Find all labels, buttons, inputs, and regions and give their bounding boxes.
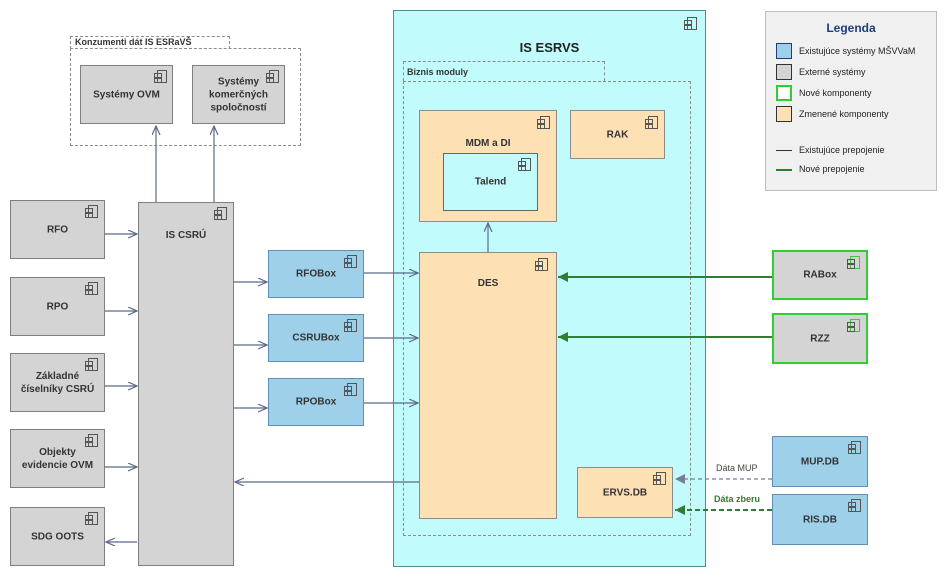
component-icon bbox=[684, 17, 697, 30]
legend-swatch-changed bbox=[776, 106, 792, 122]
legend-title: Legenda bbox=[826, 21, 876, 35]
source-rpo[interactable]: RPO bbox=[10, 277, 105, 336]
component-icon bbox=[653, 472, 666, 485]
component-icon bbox=[85, 282, 98, 295]
ervs-db[interactable]: ERVS.DB bbox=[577, 467, 673, 518]
talend[interactable]: Talend bbox=[443, 153, 538, 211]
rak-label: RAK bbox=[606, 129, 629, 140]
is-csru[interactable]: IS CSRÚ bbox=[138, 202, 234, 566]
rfobox-label: RFOBox bbox=[296, 268, 336, 280]
source-label: Objekty evidencie OVM bbox=[21, 446, 94, 471]
des-label: DES bbox=[477, 278, 499, 289]
legend: Legenda Existujúce systémy MŠVVaM Extern… bbox=[765, 11, 937, 191]
rzz-label: RZZ bbox=[810, 333, 830, 344]
mup-db-label: MUP.DB bbox=[800, 456, 840, 467]
consumer-label: Systémy OVM bbox=[93, 89, 160, 100]
legend-line-existing bbox=[776, 150, 792, 151]
component-icon bbox=[85, 512, 98, 525]
component-icon bbox=[847, 256, 860, 269]
edge-label-mup: Dáta MUP bbox=[716, 463, 758, 473]
component-icon bbox=[518, 158, 531, 171]
component-icon bbox=[85, 205, 98, 218]
consumer-systemy-komercnych[interactable]: Systémy komerčných spoločností bbox=[192, 65, 285, 124]
ris-db-label: RIS.DB bbox=[803, 514, 837, 525]
component-icon bbox=[214, 207, 227, 220]
mup-db[interactable]: MUP.DB bbox=[772, 436, 868, 487]
component-icon bbox=[154, 70, 167, 83]
source-label: RFO bbox=[46, 224, 69, 235]
consumers-group-label: Konzumenti dát IS ESRaVŠ bbox=[75, 37, 192, 47]
is-esrvs-title: IS ESRVS bbox=[519, 40, 580, 55]
is-csru-label: IS CSRÚ bbox=[165, 230, 207, 241]
component-icon bbox=[344, 319, 357, 332]
ris-db[interactable]: RIS.DB bbox=[772, 494, 868, 545]
csrubox[interactable]: CSRUBox bbox=[268, 314, 364, 362]
consumers-group bbox=[70, 48, 301, 146]
rabox[interactable]: RABox bbox=[772, 250, 868, 300]
source-objekty-evidencie[interactable]: Objekty evidencie OVM bbox=[10, 429, 105, 488]
rak[interactable]: RAK bbox=[570, 110, 665, 159]
legend-line-label: Nové prepojenie bbox=[799, 164, 865, 174]
component-icon bbox=[847, 319, 860, 332]
legend-swatch-existing bbox=[776, 43, 792, 59]
consumers-group-tab bbox=[70, 36, 230, 49]
csrubox-label: CSRUBox bbox=[292, 332, 340, 344]
source-label: SDG OOTS bbox=[31, 531, 84, 542]
component-icon bbox=[85, 434, 98, 447]
component-icon bbox=[266, 70, 279, 83]
legend-swatch-new bbox=[776, 85, 792, 101]
legend-item: Nové komponenty bbox=[799, 88, 872, 98]
legend-item: Zmenené komponenty bbox=[799, 109, 889, 119]
talend-label: Talend bbox=[474, 176, 507, 188]
legend-line-new bbox=[776, 169, 792, 171]
rpobox[interactable]: RPOBox bbox=[268, 378, 364, 426]
legend-item: Existujúce systémy MŠVVaM bbox=[799, 46, 916, 56]
source-label: RPO bbox=[46, 301, 69, 312]
des[interactable]: DES bbox=[419, 252, 557, 519]
component-icon bbox=[344, 255, 357, 268]
component-icon bbox=[85, 358, 98, 371]
biznis-moduly-label: Biznis moduly bbox=[407, 67, 469, 77]
mdm-label: MDM a DI bbox=[465, 138, 511, 149]
rabox-label: RABox bbox=[803, 269, 837, 281]
rpobox-label: RPOBox bbox=[295, 396, 337, 408]
component-icon bbox=[535, 258, 548, 271]
ervs-db-label: ERVS.DB bbox=[602, 487, 648, 498]
edge-label-zber: Dáta zberu bbox=[714, 494, 761, 504]
source-rfo[interactable]: RFO bbox=[10, 200, 105, 259]
component-icon bbox=[344, 383, 357, 396]
consumer-systemy-ovm[interactable]: Systémy OVM bbox=[80, 65, 173, 124]
component-icon bbox=[848, 441, 861, 454]
component-icon bbox=[537, 116, 550, 129]
biznis-moduly-group bbox=[403, 81, 691, 536]
legend-item: Externé systémy bbox=[799, 67, 866, 77]
source-sdg-oots[interactable]: SDG OOTS bbox=[10, 507, 105, 566]
legend-swatch-external bbox=[776, 64, 792, 80]
source-label: Základné číselníky CSRÚ bbox=[20, 370, 95, 395]
biznis-moduly-tab bbox=[403, 61, 605, 81]
component-icon bbox=[848, 499, 861, 512]
rzz[interactable]: RZZ bbox=[772, 313, 868, 364]
legend-line-label: Existujúce prepojenie bbox=[799, 145, 885, 155]
component-icon bbox=[645, 116, 658, 129]
consumer-label: Systémy komerčných spoločností bbox=[209, 76, 268, 113]
rfobox[interactable]: RFOBox bbox=[268, 250, 364, 298]
source-zakladne-ciselniky[interactable]: Základné číselníky CSRÚ bbox=[10, 353, 105, 412]
